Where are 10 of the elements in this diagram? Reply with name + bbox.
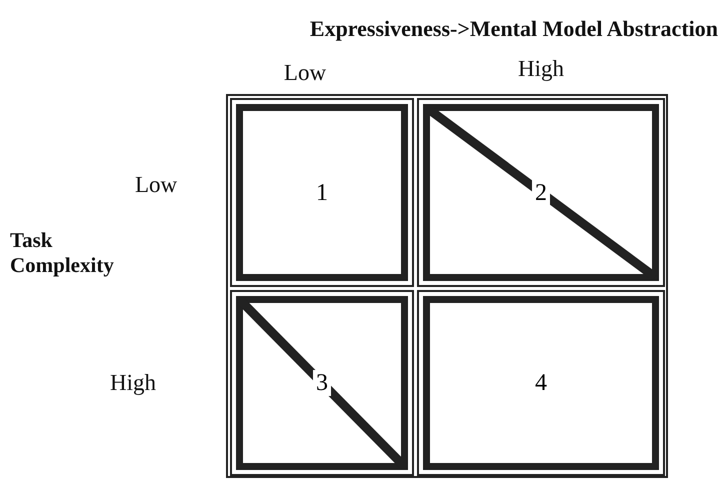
cell-number: 3 [313, 370, 331, 396]
axis-title: Task Complexity [10, 228, 115, 278]
matrix-cell [230, 98, 414, 287]
cell-number: 2 [532, 180, 550, 206]
diagram-title: Expressiveness->Mental Model Abstraction [310, 16, 718, 42]
matrix-cell [417, 290, 665, 476]
column-header: Low [284, 60, 326, 86]
row-header: Low [135, 172, 178, 198]
column-header: High [518, 56, 564, 82]
row-header: High [110, 370, 156, 396]
